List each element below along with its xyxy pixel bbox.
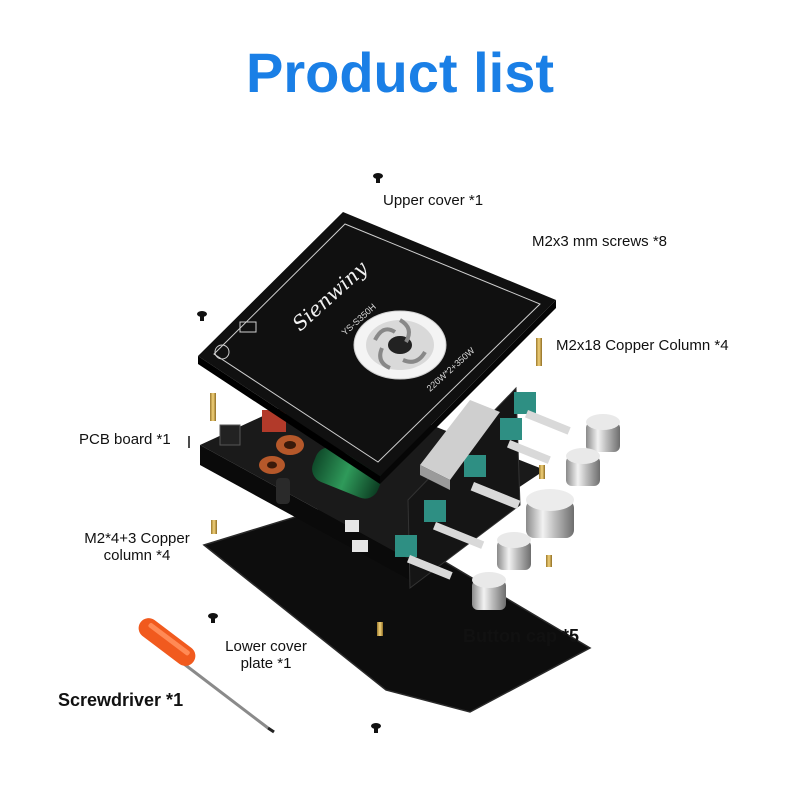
knob-icon [407, 410, 620, 610]
label-copper-column-m2-line1: M2*4+3 Copper [84, 530, 190, 547]
screw-icon [197, 173, 383, 733]
copper-columns [210, 338, 552, 636]
label-copper-column-m2x18: M2x18 Copper Column *4 [556, 337, 729, 354]
fan-icon [353, 310, 447, 380]
label-button-cap: Button cap *5 [463, 626, 580, 646]
label-lower-cover-line1: Lower cover [225, 638, 307, 655]
inductor-icon [259, 435, 304, 474]
capacitor-icon [276, 447, 382, 504]
label-copper-column-m2-line2: column *4 [103, 547, 171, 565]
power-jack [219, 424, 241, 446]
label-copper-column-m2: M2*4+3 Copper column *4 [72, 530, 202, 565]
connector [352, 540, 368, 552]
label-lower-cover-line2: plate *1 [240, 655, 292, 673]
connector [345, 520, 359, 532]
heat-sink [420, 400, 500, 490]
screwdriver-icon [138, 618, 275, 734]
label-lower-cover: Lower cover plate *1 [210, 638, 322, 673]
power-icon [214, 344, 230, 360]
label-pcb-board: PCB board *1 [79, 431, 171, 448]
upper-cover: Sienwiny YS-S350H 220W*2+350W [198, 212, 556, 484]
usb-icon [239, 321, 257, 333]
label-screws: M2x3 mm screws *8 [532, 233, 668, 250]
page-title: Product list [245, 41, 555, 104]
label-upper-cover: Upper cover *1 [383, 192, 484, 209]
potentiometer-row [395, 392, 536, 557]
label-screwdriver: Screwdriver *1 [58, 690, 184, 710]
